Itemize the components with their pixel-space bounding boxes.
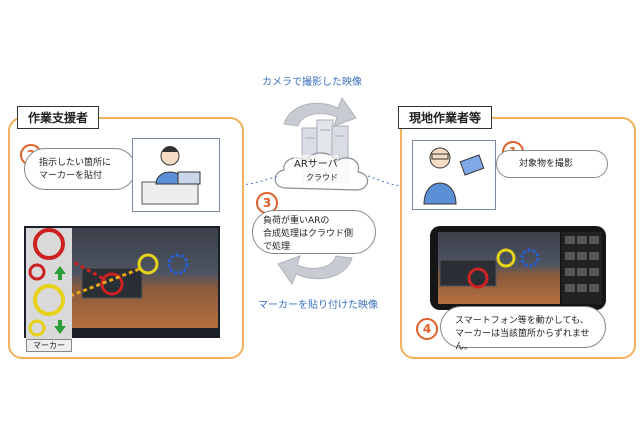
cloud-label: クラウド xyxy=(306,173,338,182)
bottom-caption: マーカーを貼り付けた映像 xyxy=(258,300,378,311)
smartphone-markers xyxy=(439,248,540,289)
step-3-line-1: 負荷が重いARの xyxy=(263,216,330,226)
step-3-line-2: 合成処理はクラウド側 xyxy=(263,229,354,239)
right-panel-title: 現地作業者等 xyxy=(398,106,493,129)
person-with-phone-icon xyxy=(423,147,485,205)
person-at-desk-icon xyxy=(141,146,201,205)
placed-markers xyxy=(72,253,189,299)
top-caption: カメラで撮影した映像 xyxy=(262,77,362,88)
step-2-line-2: マーカーを貼付 xyxy=(39,171,103,181)
left-panel-title: 作業支援者 xyxy=(17,106,100,129)
step-3-line-3: で処理 xyxy=(263,242,291,252)
step-1-line-1: 対象物を撮影 xyxy=(519,159,574,169)
server-label: ARサーバ xyxy=(294,155,338,170)
step-2-line-1: 指示したい箇所に xyxy=(39,158,112,168)
step-4-line-2: マーカーは当該箇所からずれません。 xyxy=(455,329,590,352)
marker-label: マーカー xyxy=(26,339,72,352)
step-2-bubble: 指示したい箇所に マーカーを貼付 xyxy=(24,148,136,190)
step-3-bubble: 負荷が重いARの 合成処理はクラウド側 で処理 xyxy=(252,210,376,254)
step-4-number: 4 xyxy=(416,318,438,340)
marker-palette xyxy=(26,228,72,340)
step-4-line-1: スマートフォン等を動かしても、 xyxy=(455,316,589,326)
step-1-bubble: 対象物を撮影 xyxy=(496,150,608,178)
smartphone-keypad xyxy=(562,232,602,304)
cycle-arrow-icon xyxy=(277,96,357,286)
step-4-bubble: スマートフォン等を動かしても、 マーカーは当該箇所からずれません。 xyxy=(440,306,606,352)
